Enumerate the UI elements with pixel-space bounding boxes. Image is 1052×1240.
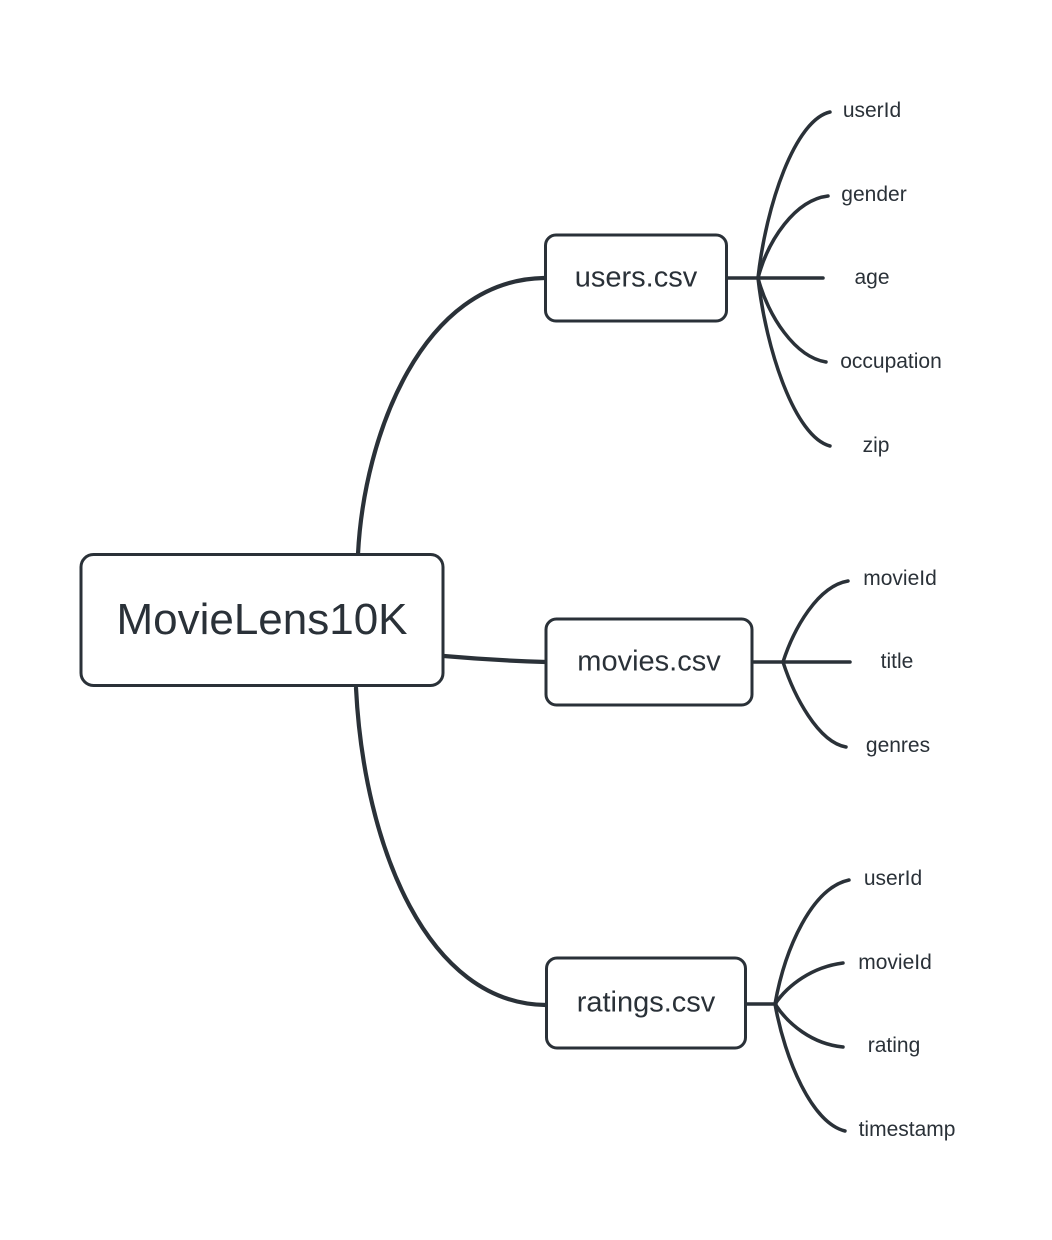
node-ratings-csv-label: ratings.csv: [576, 986, 716, 1019]
leaf-users-age[interactable]: age: [854, 266, 890, 289]
leaf-movies-genres[interactable]: genres: [865, 734, 931, 757]
connector-users-userid: [756, 110, 832, 280]
node-movies-csv[interactable]: movies.csv: [544, 617, 754, 707]
connector-users-zip: [756, 276, 832, 448]
connector-ratings-timestamp: [773, 1002, 847, 1133]
leaf-users-gender[interactable]: gender: [841, 183, 907, 206]
node-users-csv-label: users.csv: [574, 261, 698, 294]
node-users-csv[interactable]: users.csv: [544, 233, 728, 323]
connector-ratings-movieid: [773, 961, 845, 1006]
connector-root-movies: [441, 653, 549, 665]
leaf-movies-title[interactable]: title: [880, 650, 914, 673]
node-movielens10k-label: MovieLens10K: [116, 595, 408, 644]
node-ratings-csv[interactable]: ratings.csv: [545, 956, 747, 1050]
connector-ratings-rating: [773, 1002, 845, 1049]
connector-movies-genres: [781, 660, 848, 749]
leaf-ratings-movieid[interactable]: movieId: [858, 951, 932, 974]
leaf-ratings-userid[interactable]: userId: [863, 867, 923, 890]
leaf-ratings-timestamp[interactable]: timestamp: [858, 1118, 956, 1141]
connector-ratings-userid: [773, 878, 851, 1006]
leaf-ratings-rating[interactable]: rating: [867, 1034, 921, 1057]
connector-users-occupation: [756, 276, 828, 364]
connector-root-ratings: [353, 685, 549, 1008]
leaf-users-occupation[interactable]: occupation: [840, 350, 942, 373]
node-movielens10k[interactable]: MovieLens10K: [79, 553, 445, 687]
connector-users-gender: [756, 194, 830, 280]
leaf-users-userid[interactable]: userId: [842, 99, 902, 122]
leaf-movies-movieid[interactable]: movieId: [863, 567, 937, 590]
connector-movies-movieid: [781, 579, 850, 664]
leaf-users-zip[interactable]: zip: [862, 434, 890, 457]
node-movies-csv-label: movies.csv: [577, 645, 721, 678]
connector-root-users: [355, 275, 547, 557]
